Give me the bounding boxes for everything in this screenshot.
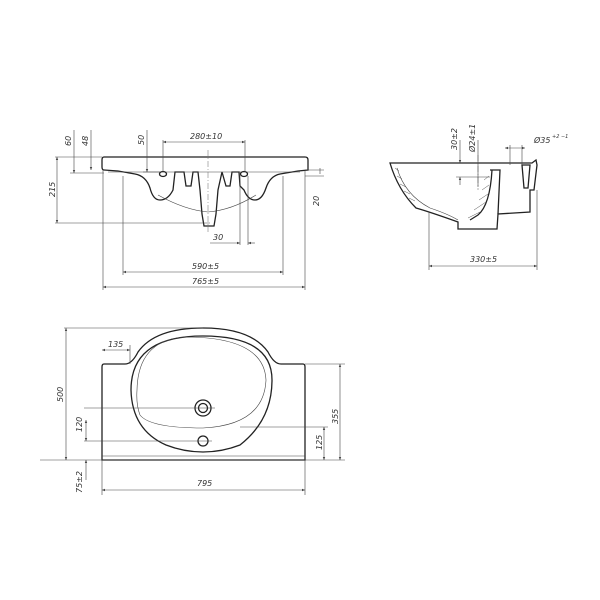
dim-215: 215: [48, 182, 57, 197]
dim-dia-35-tolerance: +2 −1: [552, 134, 568, 140]
dim-280: 280±10: [190, 132, 222, 141]
dim-dia-35: Ø35: [533, 135, 550, 145]
front-tap-hole-right: [239, 170, 249, 178]
dim-50: 50: [137, 135, 146, 145]
front-countertop-slab: [101, 156, 309, 227]
dim-60: 60: [64, 136, 73, 146]
dim-120: 120: [75, 417, 84, 432]
dim-30-2: 30±2: [450, 128, 459, 150]
dim-125: 125: [315, 435, 324, 450]
dim-765: 765±5: [192, 277, 219, 286]
plan-outline: [101, 327, 306, 461]
front-view: 280±10 60 48 50 215 20 30 590±5 765±5: [48, 130, 324, 290]
dim-500: 500: [56, 387, 65, 402]
plan-bowl-basin: [136, 336, 267, 429]
front-bowl-curve: [157, 194, 257, 213]
dim-75: 75±2: [75, 471, 84, 493]
dim-355: 355: [331, 409, 340, 424]
dim-30: 30: [213, 233, 223, 242]
dim-20: 20: [312, 196, 321, 206]
side-view: 30±2 Ø24±1 Ø35 +2 −1 330±5: [389, 124, 568, 270]
dim-330: 330±5: [470, 255, 497, 264]
dim-590: 590±5: [192, 262, 219, 271]
side-section-outline: [389, 158, 538, 230]
plan-bowl-rim: [130, 335, 273, 453]
dim-135: 135: [108, 340, 123, 349]
dim-48: 48: [81, 136, 90, 146]
dim-dia-24: Ø24±1: [467, 124, 477, 153]
dim-795: 795: [197, 479, 212, 488]
plan-view: 135 500 120 355 125 795 75±2: [40, 327, 345, 495]
